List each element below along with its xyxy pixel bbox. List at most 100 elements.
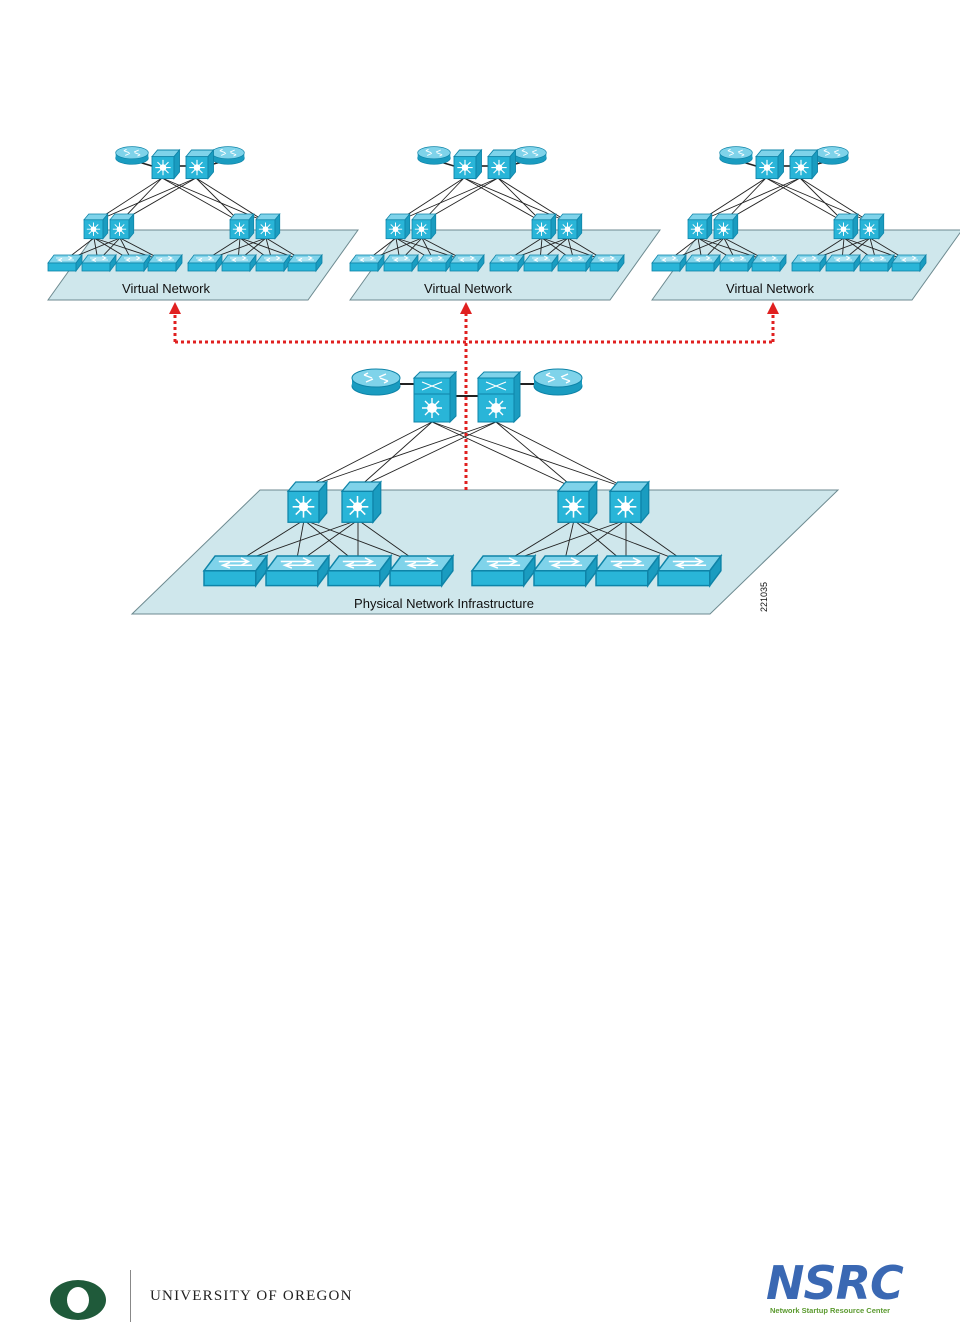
virtual-network-2-uplink	[497, 177, 569, 223]
virtual-network-1-distribution-switch-icon	[255, 213, 281, 240]
virtual-network-2-distribution-switch-icon	[557, 213, 583, 240]
virtual-network-3-access-switch-icon	[825, 254, 861, 272]
virtual-network-3-uplink	[697, 177, 801, 223]
virtual-network-3-distribution-switch-icon	[859, 213, 885, 240]
physical-uplink	[495, 421, 627, 489]
virtual-network-3-distribution-switch-icon	[833, 213, 859, 240]
figure-id: 221035	[759, 582, 769, 612]
physical-core-switch-icon	[477, 371, 521, 423]
virtual-network-1-uplink	[195, 177, 267, 223]
virtual-network-3-access-switch-icon	[719, 254, 755, 272]
network-virtualization-diagram: Virtual Network Virtual Network Virtual Ne…	[47, 146, 960, 615]
physical-access-switch-icon	[533, 555, 598, 587]
physical-distribution-switch-icon	[557, 481, 598, 524]
virtual-network-2-access-switch-icon	[417, 254, 453, 272]
virtual-network-1-core-switch-icon	[185, 149, 215, 180]
physical-access-switch-icon	[389, 555, 454, 587]
virtual-network-3-access-switch-icon	[859, 254, 895, 272]
virtual-network-1-access-switch-icon	[221, 254, 257, 272]
virtual-network-2-router-icon	[513, 146, 547, 165]
virtual-network-1-label: Virtual Network	[122, 281, 210, 296]
physical-distribution-switch-icon	[341, 481, 382, 524]
physical-access-switch-icon	[265, 555, 330, 587]
virtual-network-3-access-switch-icon	[651, 254, 687, 272]
virtual-network-3-access-switch-icon	[791, 254, 827, 272]
physical-uplink	[357, 421, 497, 489]
virtual-network-3-core-switch-icon	[755, 149, 785, 180]
virtual-network-2-label: Virtual Network	[424, 281, 512, 296]
virtual-network-1-access-switch-icon	[187, 254, 223, 272]
virtual-network-1-router-icon	[211, 146, 245, 165]
virtual-network-1-core-switch-icon	[151, 149, 181, 180]
physical-access-switch-icon	[595, 555, 660, 587]
virtual-network-1-distribution-switch-icon	[109, 213, 135, 240]
physical-uplink	[303, 421, 433, 489]
virtual-network-1-uplink	[195, 177, 241, 223]
virtual-network-2-uplink	[463, 177, 543, 223]
virtual-link-arrowhead-2	[460, 302, 472, 314]
physical-distribution-switch-icon	[287, 481, 328, 524]
virtual-network-2-access-switch-icon	[449, 254, 485, 272]
virtual-network-1-access-switch-icon	[255, 254, 291, 272]
physical-router-icon	[533, 368, 583, 396]
virtual-network-1-router-icon	[115, 146, 149, 165]
virtual-network-3-access-switch-icon	[751, 254, 787, 272]
physical-distribution-switch-icon	[609, 481, 650, 524]
physical-uplink	[357, 421, 433, 489]
physical-access-switch-icon	[327, 555, 392, 587]
virtual-network-3-core-switch-icon	[789, 149, 819, 180]
virtual-network-3-distribution-switch-icon	[713, 213, 739, 240]
virtual-network-2-access-switch-icon	[383, 254, 419, 272]
virtual-network-3-access-switch-icon	[685, 254, 721, 272]
virtual-network-2-access-switch-icon	[489, 254, 525, 272]
virtual-network-2-distribution-switch-icon	[531, 213, 557, 240]
virtual-network-1-uplink	[161, 177, 241, 223]
virtual-network-2-router-icon	[417, 146, 451, 165]
physical-uplink	[495, 421, 575, 489]
physical-access-switch-icon	[471, 555, 536, 587]
virtual-network-1-access-switch-icon	[115, 254, 151, 272]
virtual-network-2-access-switch-icon	[349, 254, 385, 272]
virtual-network-1-access-switch-icon	[81, 254, 117, 272]
physical-access-switch-icon	[657, 555, 722, 587]
virtual-network-2-uplink	[497, 177, 543, 223]
footer-divider	[130, 1270, 131, 1322]
virtual-network-3-router-icon	[815, 146, 849, 165]
virtual-link-arrowhead-3	[767, 302, 779, 314]
virtual-network-1-distribution-switch-icon	[83, 213, 109, 240]
nsrc-tagline: Network Startup Resource Center	[770, 1306, 891, 1315]
virtual-network-2-access-switch-icon	[589, 254, 625, 272]
virtual-network-2-core-switch-icon	[487, 149, 517, 180]
virtual-network-3-router-icon	[719, 146, 753, 165]
nsrc-logo: NSRC Network Startup Resource Center	[766, 1258, 906, 1315]
virtual-network-2-core-switch-icon	[453, 149, 483, 180]
physical-access-switch-icon	[203, 555, 268, 587]
virtual-network-3-uplink	[765, 177, 845, 223]
uo-o-logo-icon	[50, 1280, 106, 1320]
physical-core-switch-icon	[413, 371, 457, 423]
virtual-network-1-access-switch-icon	[287, 254, 323, 272]
university-name: UNIVERSITY OF OREGON	[150, 1288, 353, 1304]
virtual-network-1-distribution-switch-icon	[229, 213, 255, 240]
physical-uplink	[431, 421, 575, 489]
virtual-network-3-distribution-switch-icon	[687, 213, 713, 240]
virtual-network-1-access-switch-icon	[147, 254, 183, 272]
virtual-link-arrowhead-1	[169, 302, 181, 314]
footer: UNIVERSITY OF OREGON NSRC Network Startu…	[0, 630, 960, 1322]
physical-network-label: Physical Network Infrastructure	[354, 596, 534, 611]
virtual-network-1-uplink	[93, 177, 197, 223]
virtual-network-3-uplink	[799, 177, 845, 223]
physical-router-icon	[351, 368, 401, 396]
nsrc-logo-text: NSRC	[766, 1256, 904, 1310]
physical-uplink	[431, 421, 627, 489]
virtual-network-3-access-switch-icon	[891, 254, 927, 272]
virtual-network-3-label: Virtual Network	[726, 281, 814, 296]
physical-uplink	[303, 421, 497, 489]
virtual-network-2-uplink	[395, 177, 499, 223]
virtual-network-2-access-switch-icon	[523, 254, 559, 272]
virtual-network-2-access-switch-icon	[557, 254, 593, 272]
virtual-network-3-uplink	[799, 177, 871, 223]
virtual-network-2-distribution-switch-icon	[385, 213, 411, 240]
virtual-network-1-access-switch-icon	[47, 254, 83, 272]
virtual-network-2-distribution-switch-icon	[411, 213, 437, 240]
